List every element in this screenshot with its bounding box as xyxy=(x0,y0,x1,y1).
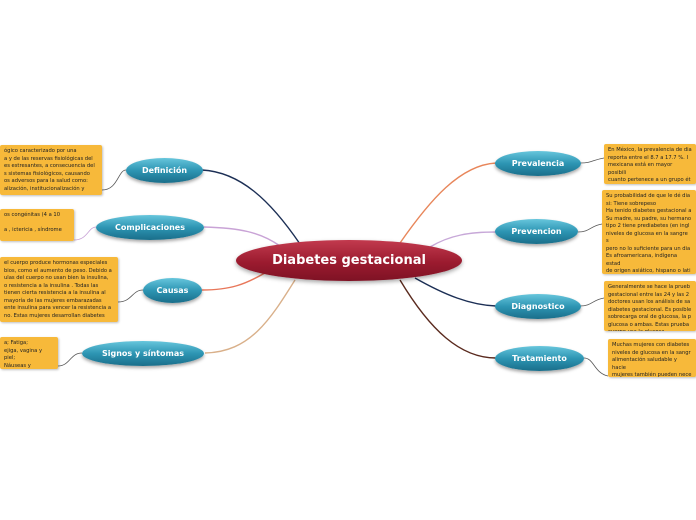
note-link-definicion xyxy=(101,169,127,191)
note-link-signos xyxy=(57,352,83,367)
note-diagnostico: Generalmente se hace la prueb gestaciona… xyxy=(604,281,696,331)
central-topic[interactable]: Diabetes gestacional xyxy=(236,240,462,281)
link-signos xyxy=(204,279,296,354)
link-diagnostico xyxy=(414,277,497,307)
link-prevencion xyxy=(429,231,497,248)
topic-diagnostico[interactable]: Diagnostico xyxy=(495,294,581,319)
topic-prevencion[interactable]: Prevencion xyxy=(495,219,578,244)
note-link-causas xyxy=(117,289,144,303)
link-definicion xyxy=(201,169,301,245)
note-complicaciones: os congénitas (4 a 10 a , ictericia , sí… xyxy=(0,209,74,241)
topic-causas[interactable]: Causas xyxy=(143,278,202,303)
link-tratamiento xyxy=(399,279,497,359)
topic-complicaciones[interactable]: Complicaciones xyxy=(96,215,204,240)
note-definicion: ógico caracterizado por una a y de las r… xyxy=(0,145,102,195)
note-link-prevalencia xyxy=(579,157,605,164)
link-complicaciones xyxy=(203,226,281,247)
note-link-complicaciones xyxy=(73,226,97,241)
topic-signos-sintomas[interactable]: Signos y síntomas xyxy=(82,341,204,366)
topic-definicion[interactable]: Definición xyxy=(126,158,203,183)
note-link-diagnostico xyxy=(579,297,605,307)
note-prevencion: Su probabilidad de que le dé dia si: Tie… xyxy=(602,190,696,274)
link-prevalencia xyxy=(399,162,497,244)
note-link-prevencion xyxy=(577,223,603,233)
note-signos: a; Fatiga; ejiga, vagina y piel; Náuseas… xyxy=(0,337,58,369)
note-causas: el cuerpo produce hormonas especiales bi… xyxy=(0,257,118,322)
topic-tratamiento[interactable]: Tratamiento xyxy=(495,346,584,371)
note-link-tratamiento xyxy=(583,357,609,377)
note-tratamiento: Muchas mujeres con diabetes niveles de g… xyxy=(608,339,696,377)
topic-prevalencia[interactable]: Prevalencia xyxy=(495,151,581,176)
note-prevalencia: En México, la prevalencia de dia reporta… xyxy=(604,144,696,184)
